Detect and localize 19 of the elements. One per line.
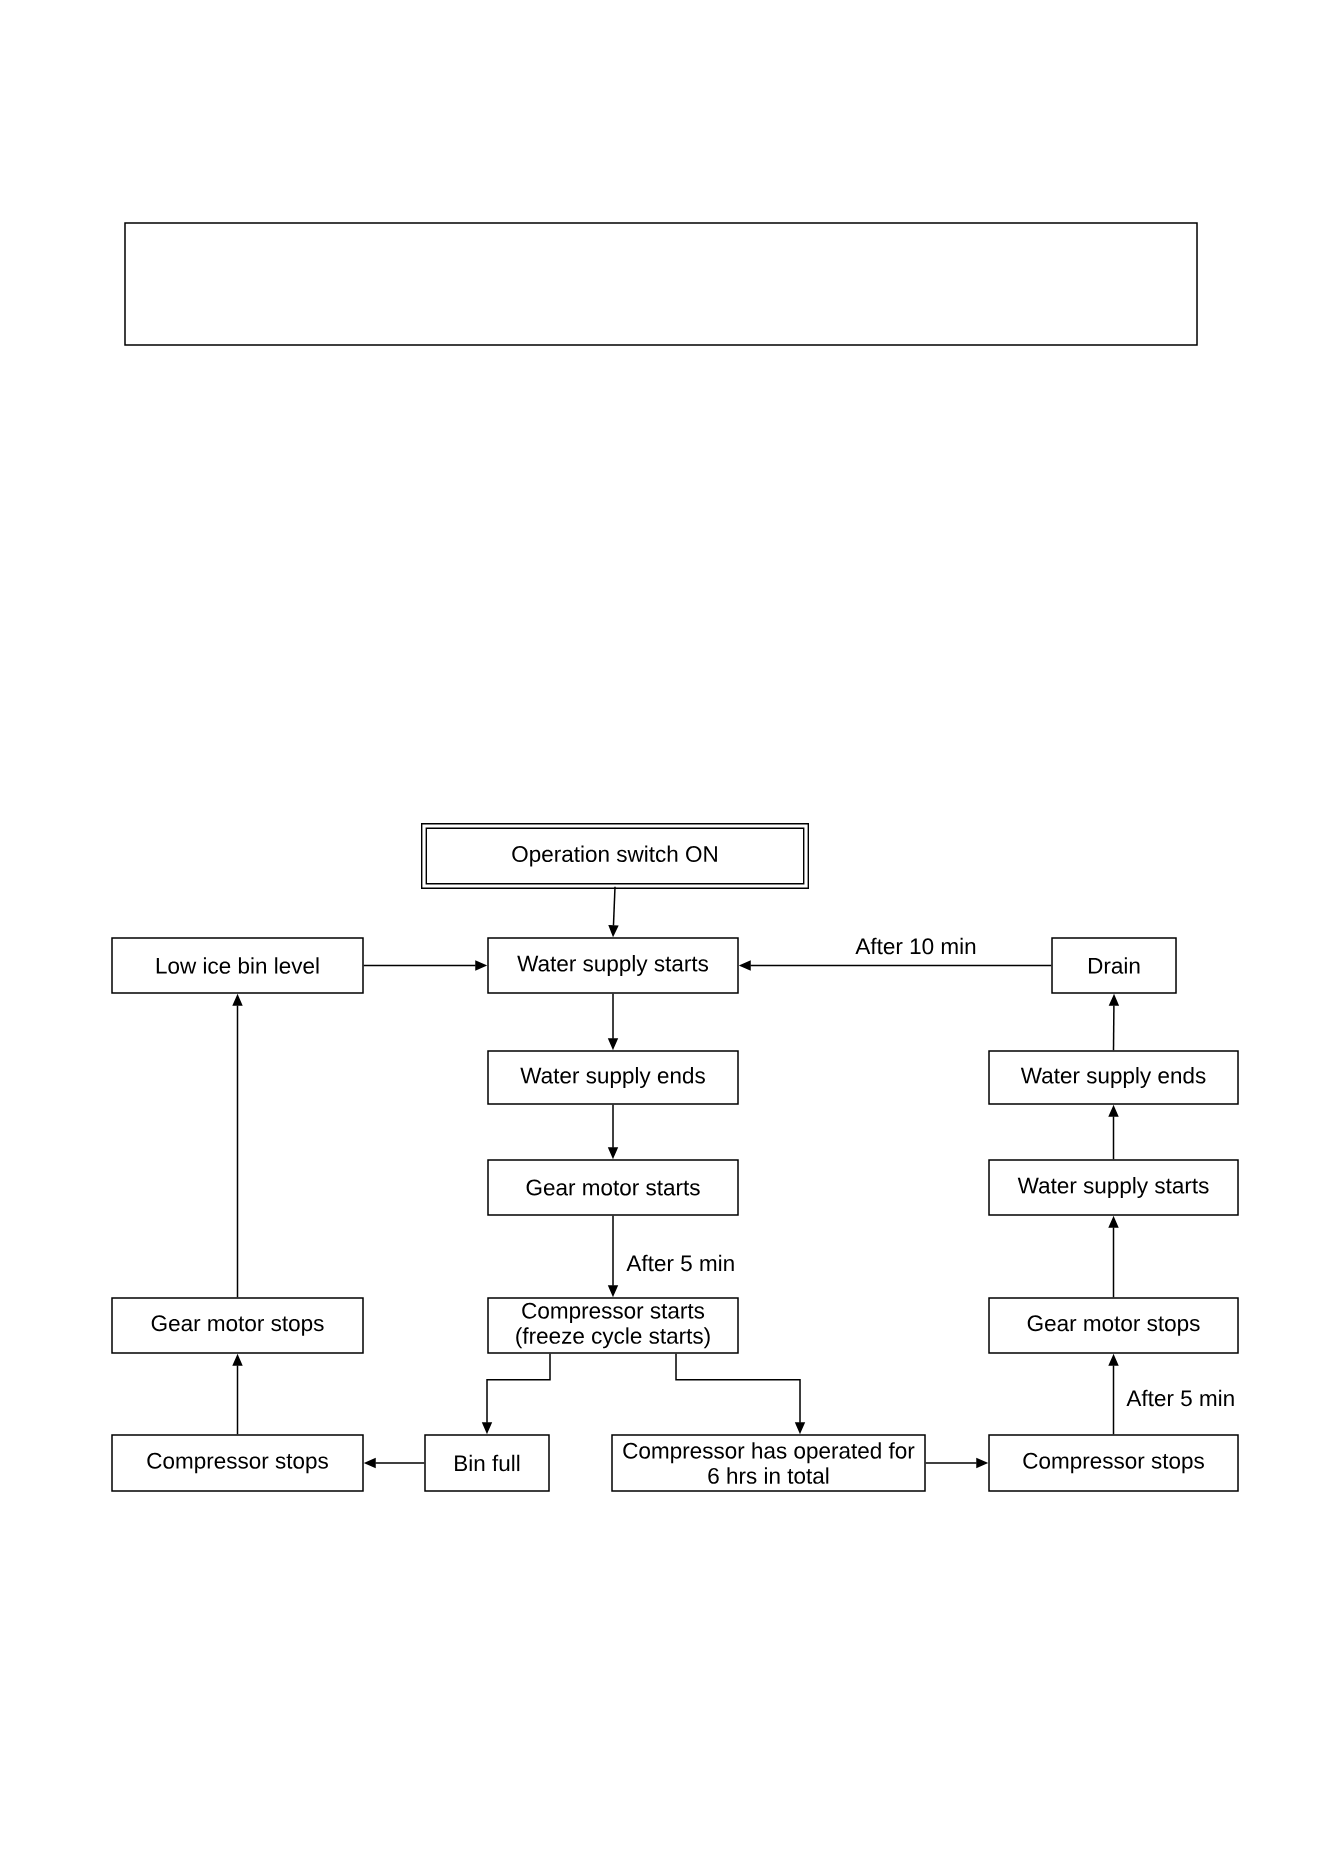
edge-label: After 5 min — [1124, 1387, 1238, 1409]
process-box: Gear motor stops — [111, 1297, 364, 1354]
start-box: Operation switch ON — [421, 823, 809, 889]
process-box: Gear motor stops — [988, 1297, 1239, 1354]
edge-label: After 5 min — [624, 1252, 738, 1274]
process-box: Low ice bin level — [111, 937, 364, 994]
process-box: Bin full — [424, 1434, 550, 1492]
process-box: Water supply starts — [487, 937, 739, 994]
edge-label: After 10 min — [853, 935, 979, 957]
process-box: Compressor stops — [111, 1434, 364, 1492]
process-box: Water supply ends — [988, 1050, 1239, 1105]
process-box: Water supply ends — [487, 1050, 739, 1105]
process-box: Compressor has operated for 6 hrs in total — [611, 1434, 926, 1492]
empty-frame — [124, 222, 1198, 346]
process-box: Gear motor starts — [487, 1159, 739, 1216]
process-box: Water supply starts — [988, 1159, 1239, 1216]
process-box: Compressor starts (freeze cycle starts) — [487, 1297, 739, 1354]
process-box: Drain — [1051, 937, 1177, 994]
process-box: Compressor stops — [988, 1434, 1239, 1492]
